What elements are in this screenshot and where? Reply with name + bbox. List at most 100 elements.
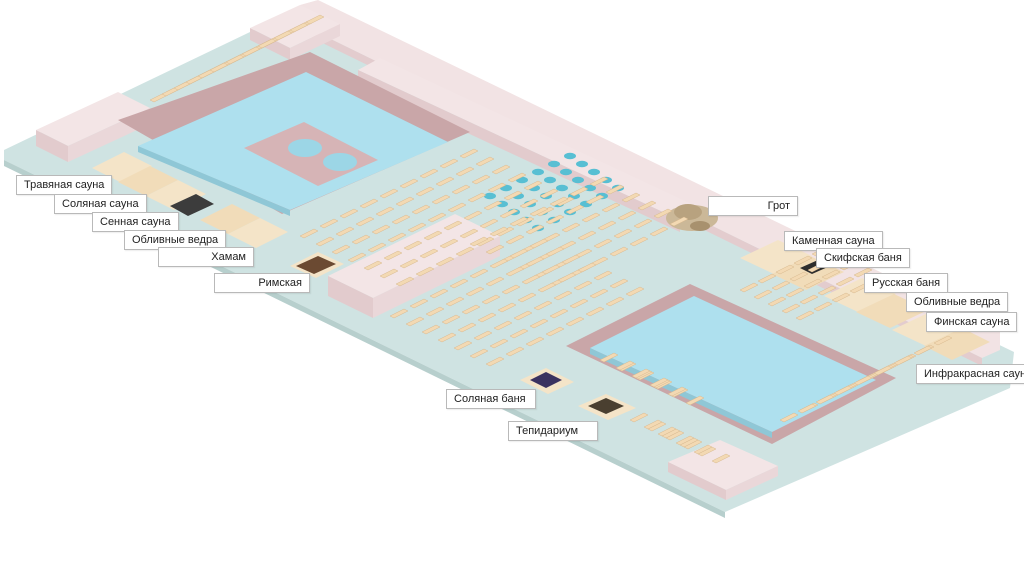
central-block	[328, 214, 500, 318]
lounger	[549, 308, 569, 319]
lounger	[739, 282, 759, 293]
lounger	[633, 218, 653, 229]
label-russkaya-banya[interactable]: Русская баня	[864, 273, 949, 293]
lounger	[411, 204, 431, 215]
lounger	[439, 158, 459, 169]
lounger	[521, 274, 541, 285]
lounger	[477, 312, 497, 323]
lounger	[483, 200, 503, 211]
lounger	[449, 278, 469, 289]
lounger	[525, 336, 545, 347]
lounger	[209, 62, 229, 73]
lounger	[653, 208, 673, 219]
lounger	[485, 356, 505, 367]
label-rimskaya[interactable]: Римская	[214, 273, 310, 293]
lounger	[429, 288, 449, 299]
grotto	[666, 204, 718, 231]
lounger	[489, 258, 509, 269]
lounger	[803, 278, 823, 289]
lounger	[505, 346, 525, 357]
lounger	[569, 186, 589, 197]
label-infrakrasnaya-sauna[interactable]: Инфракрасная сауна	[916, 364, 1024, 384]
lounger	[257, 38, 277, 49]
lounger	[505, 234, 525, 245]
label-skifskaya-banya[interactable]: Скифская баня	[816, 248, 910, 268]
lounger	[831, 292, 851, 303]
left-saunas	[92, 152, 344, 278]
label-solyanaya-banya[interactable]: Соляная баня	[446, 389, 536, 409]
lounger	[775, 264, 795, 275]
lounger	[403, 240, 423, 251]
lounger	[363, 260, 383, 271]
lounger	[629, 412, 649, 423]
label-solyanaya-sauna[interactable]: Соляная сауна	[54, 194, 147, 214]
lounger	[649, 377, 669, 388]
label-finskaya-sauna[interactable]: Финская сауна	[926, 312, 1018, 332]
lounger	[529, 238, 549, 249]
lounger	[539, 188, 559, 199]
lounger	[415, 266, 435, 277]
lounger	[605, 184, 625, 195]
label-khamam[interactable]: Хамам	[158, 247, 254, 267]
lounger	[529, 206, 549, 217]
lounger	[565, 204, 585, 215]
lounger	[711, 453, 731, 464]
lounger	[425, 306, 445, 317]
lounger	[667, 386, 687, 397]
pool-1	[118, 52, 470, 216]
lounger	[557, 272, 577, 283]
lounger	[379, 188, 399, 199]
lounger	[513, 310, 533, 321]
lounger	[419, 248, 439, 259]
lounger	[405, 316, 425, 327]
lounger	[533, 300, 553, 311]
lounger	[491, 164, 511, 175]
label-oblivnye-vedra-right[interactable]: Обливные ведра	[906, 292, 1009, 312]
lounger	[813, 301, 833, 312]
umbrella-table	[548, 160, 560, 168]
lounger	[541, 264, 561, 275]
lounger	[675, 435, 695, 446]
lounger	[395, 196, 415, 207]
lounger	[913, 345, 933, 356]
lounger	[431, 194, 451, 205]
lounger	[657, 426, 677, 437]
lounger	[821, 269, 841, 280]
front-rooms	[520, 368, 636, 420]
lounger	[873, 365, 893, 376]
lounger	[517, 292, 537, 303]
lounger	[799, 294, 819, 305]
lounger	[649, 226, 669, 237]
lounger	[545, 326, 565, 337]
lounger	[545, 246, 565, 257]
lounger	[601, 202, 621, 213]
lounger	[503, 190, 523, 201]
lounger	[589, 176, 609, 187]
lounger	[757, 273, 777, 284]
lounger	[509, 216, 529, 227]
lounger	[499, 208, 519, 219]
lounger	[605, 296, 625, 307]
lounger	[489, 338, 509, 349]
lounger	[789, 271, 809, 282]
lounger	[273, 30, 293, 41]
label-sennaya-sauna[interactable]: Сенная сауна	[92, 212, 179, 232]
lounger	[315, 236, 335, 247]
lounger	[367, 242, 387, 253]
lounger	[753, 289, 773, 300]
lounger	[589, 288, 609, 299]
label-travyanaya-sauna[interactable]: Травяная сауна	[16, 175, 113, 195]
lounger	[585, 194, 605, 205]
umbrella-table	[576, 160, 588, 168]
lounger	[423, 230, 443, 241]
lounger	[319, 218, 339, 229]
lounger	[599, 352, 619, 363]
lounger	[609, 278, 629, 289]
lounger	[447, 202, 467, 213]
lounger	[487, 182, 507, 193]
lounger	[525, 256, 545, 267]
label-tepidarium[interactable]: Тепидариум	[508, 421, 598, 441]
label-grot[interactable]: Грот	[708, 196, 798, 216]
lounger	[523, 180, 543, 191]
lounger	[465, 286, 485, 297]
